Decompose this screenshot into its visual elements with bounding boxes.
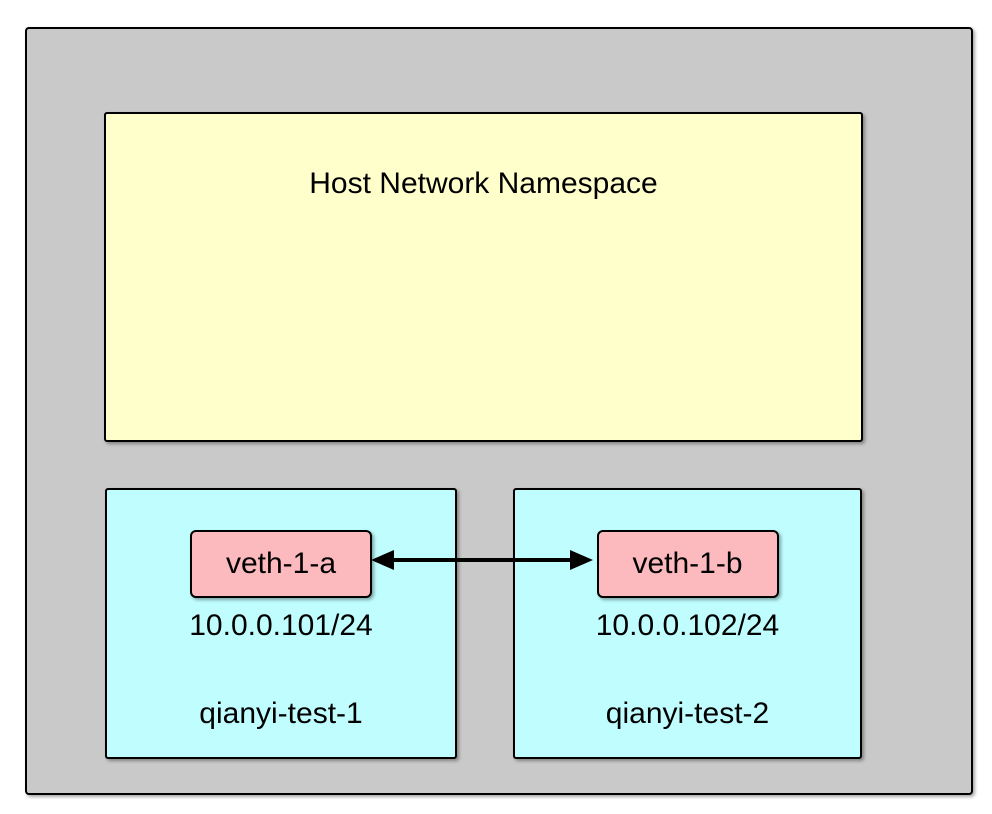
veth-interface-label-a: veth-1-a xyxy=(225,547,337,580)
ip-address-label-1: 10.0.0.101/24 xyxy=(189,609,373,642)
host-network-namespace-box: Host Network Namespace xyxy=(104,112,863,442)
veth-pair-arrow xyxy=(371,550,593,570)
arrow-head-left xyxy=(371,550,394,570)
namespace-box-1: veth-1-a 10.0.0.101/24 qianyi-test-1 xyxy=(105,488,457,759)
ip-address-label-2: 10.0.0.102/24 xyxy=(595,609,780,642)
veth-interface-box-a: veth-1-a xyxy=(190,530,372,598)
veth-interface-box-b: veth-1-b xyxy=(596,530,779,598)
arrow-head-right xyxy=(570,550,593,570)
namespace-box-2: veth-1-b 10.0.0.102/24 qianyi-test-2 xyxy=(513,488,862,759)
outer-container-box: Host Network Namespace veth-1-a 10.0.0.1… xyxy=(25,27,973,795)
veth-interface-label-b: veth-1-b xyxy=(632,547,743,580)
namespace-name-label-1: qianyi-test-1 xyxy=(199,697,363,730)
namespace-name-label-2: qianyi-test-2 xyxy=(605,697,770,730)
host-namespace-label: Host Network Namespace xyxy=(309,167,658,200)
